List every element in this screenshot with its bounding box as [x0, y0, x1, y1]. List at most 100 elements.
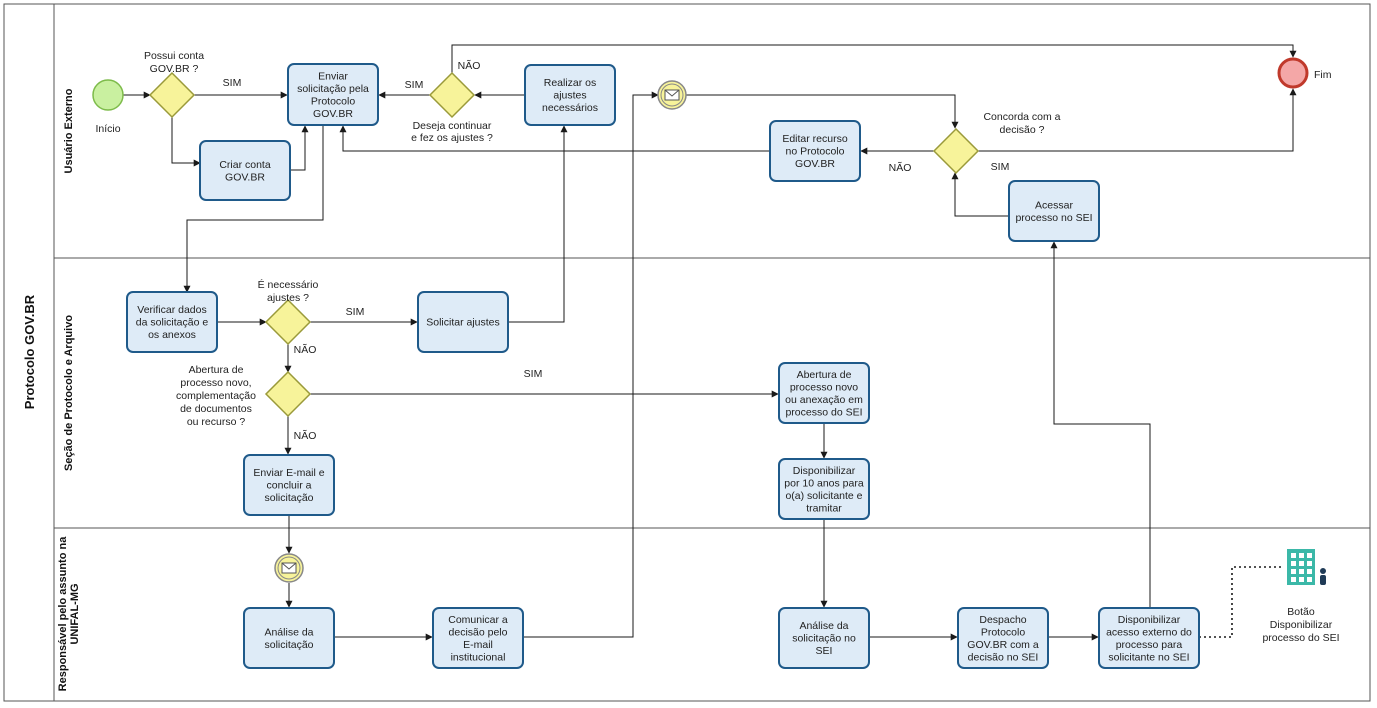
task-label: ou anexação em	[785, 394, 863, 406]
task-label: Comunicar a	[448, 614, 508, 626]
gateway-abertura-label-4: de documentos	[180, 403, 252, 415]
task-label: da solicitação e	[136, 317, 209, 329]
flow-label-nao-necessario: NÃO	[294, 343, 317, 356]
gateway-abertura-label-1: Abertura de	[189, 364, 244, 376]
task-label: acesso externo do	[1106, 626, 1192, 638]
gateway-concorda-label-1: Concorda com a	[983, 111, 1060, 123]
task-label: Protocolo	[311, 95, 356, 107]
task-label: ajustes	[553, 90, 586, 102]
annotation-label-2: Disponibilizar	[1270, 619, 1333, 631]
pool: Protocolo GOV.BR Usuário Externo Seção d…	[3, 3, 1371, 702]
pool-title: Protocolo GOV.BR	[22, 294, 37, 409]
task-label: Realizar os	[544, 77, 597, 89]
gateway-necessario-ajustes	[264, 298, 312, 346]
task-label: Disponibilizar	[793, 465, 856, 477]
task-label: tramitar	[806, 502, 842, 514]
task-label: SEI	[816, 645, 833, 657]
lane-title-protocolo: Seção de Protocolo e Arquivo	[63, 315, 75, 471]
task-label: institucional	[451, 651, 506, 663]
task-label: concluir a	[267, 480, 312, 492]
task-label: processo para	[1116, 639, 1183, 651]
task-label: processo do SEI	[785, 406, 862, 418]
task-label: GOV.BR com a	[967, 639, 1039, 651]
task-label: decisão pelo	[449, 626, 508, 638]
task-label: decisão no SEI	[968, 651, 1039, 663]
gateway-abertura-label-3: complementação	[176, 390, 256, 402]
message-event-bottom	[274, 553, 304, 583]
gateway-deseja-continuar	[428, 71, 476, 119]
task-label: Acessar	[1035, 199, 1073, 211]
task-label: E-mail	[463, 639, 493, 651]
start-event-label: Início	[95, 123, 120, 135]
task-label: solicitante no SEI	[1108, 651, 1189, 663]
task-label: solicitação no	[792, 633, 856, 645]
lane-title-responsavel-2: UNIFAL-MG	[69, 583, 81, 644]
gateway-abertura-label-5: ou recurso ?	[187, 416, 246, 428]
task-label: Criar conta	[219, 159, 271, 171]
message-event-top	[657, 80, 687, 110]
flow-label-sim-necessario: SIM	[346, 306, 365, 318]
flow-label-nao-abertura: NÃO	[294, 429, 317, 442]
task-label: solicitação	[264, 639, 313, 651]
task-label: por 10 anos para	[784, 477, 864, 489]
end-event	[1277, 57, 1309, 89]
task-label: Enviar E-mail e	[253, 467, 324, 479]
gateway-deseja-label-1: Deseja continuar	[413, 120, 492, 132]
task-label: processo no SEI	[1015, 212, 1092, 224]
flows	[123, 44, 1297, 641]
task-label: solicitação	[264, 492, 313, 504]
flow-label-sim-possui: SIM	[223, 77, 242, 89]
annotation-label-3: processo do SEI	[1262, 632, 1339, 644]
flow-label-sim-deseja: SIM	[405, 79, 424, 91]
task-label: Análise da	[799, 620, 848, 632]
task-label: Disponibilizar	[1118, 614, 1181, 626]
gateway-deseja-label-2: e fez os ajustes ?	[411, 132, 493, 144]
task-label: processo novo	[790, 381, 858, 393]
end-event-label: Fim	[1314, 69, 1332, 81]
task-label: GOV.BR	[313, 108, 353, 120]
task-label: GOV.BR	[225, 171, 265, 183]
task-label: Protocolo	[981, 626, 1026, 638]
flow-label-sim-concorda: SIM	[991, 161, 1010, 173]
task-label: Despacho	[979, 614, 1026, 626]
task-label: GOV.BR	[795, 158, 835, 170]
gateway-necessario-label-2: ajustes ?	[267, 292, 309, 304]
task-label: Abertura de	[797, 369, 852, 381]
task-label: Solicitar ajustes	[426, 317, 500, 329]
task-label: Análise da	[264, 626, 313, 638]
lane-title-responsavel-1: Responsável pelo assunto na	[57, 536, 69, 692]
task-label: Enviar	[318, 70, 348, 82]
task-label: Editar recurso	[782, 133, 848, 145]
flow-label-nao-concorda: NÃO	[889, 161, 912, 174]
flow-label-nao-deseja: NÃO	[458, 59, 481, 72]
gateway-possui-label-2: GOV.BR ?	[150, 63, 199, 75]
task-solicitar: Solicitar ajustes	[417, 291, 509, 353]
gateway-necessario-label-1: É necessário	[258, 278, 319, 291]
start-event	[92, 79, 124, 111]
annotation-label-1: Botão	[1287, 606, 1315, 618]
lane-title-externo: Usuário Externo	[63, 88, 75, 173]
task-label: no Protocolo	[786, 146, 845, 158]
task-label: necessários	[542, 102, 598, 114]
gateway-concorda	[932, 127, 980, 175]
flow-label-sim-abertura: SIM	[524, 368, 543, 380]
gateway-possui-conta	[148, 71, 196, 119]
task-label: os anexos	[148, 329, 196, 341]
gateway-possui-label-1: Possui conta	[144, 50, 204, 62]
building-person-icon	[1287, 549, 1326, 585]
